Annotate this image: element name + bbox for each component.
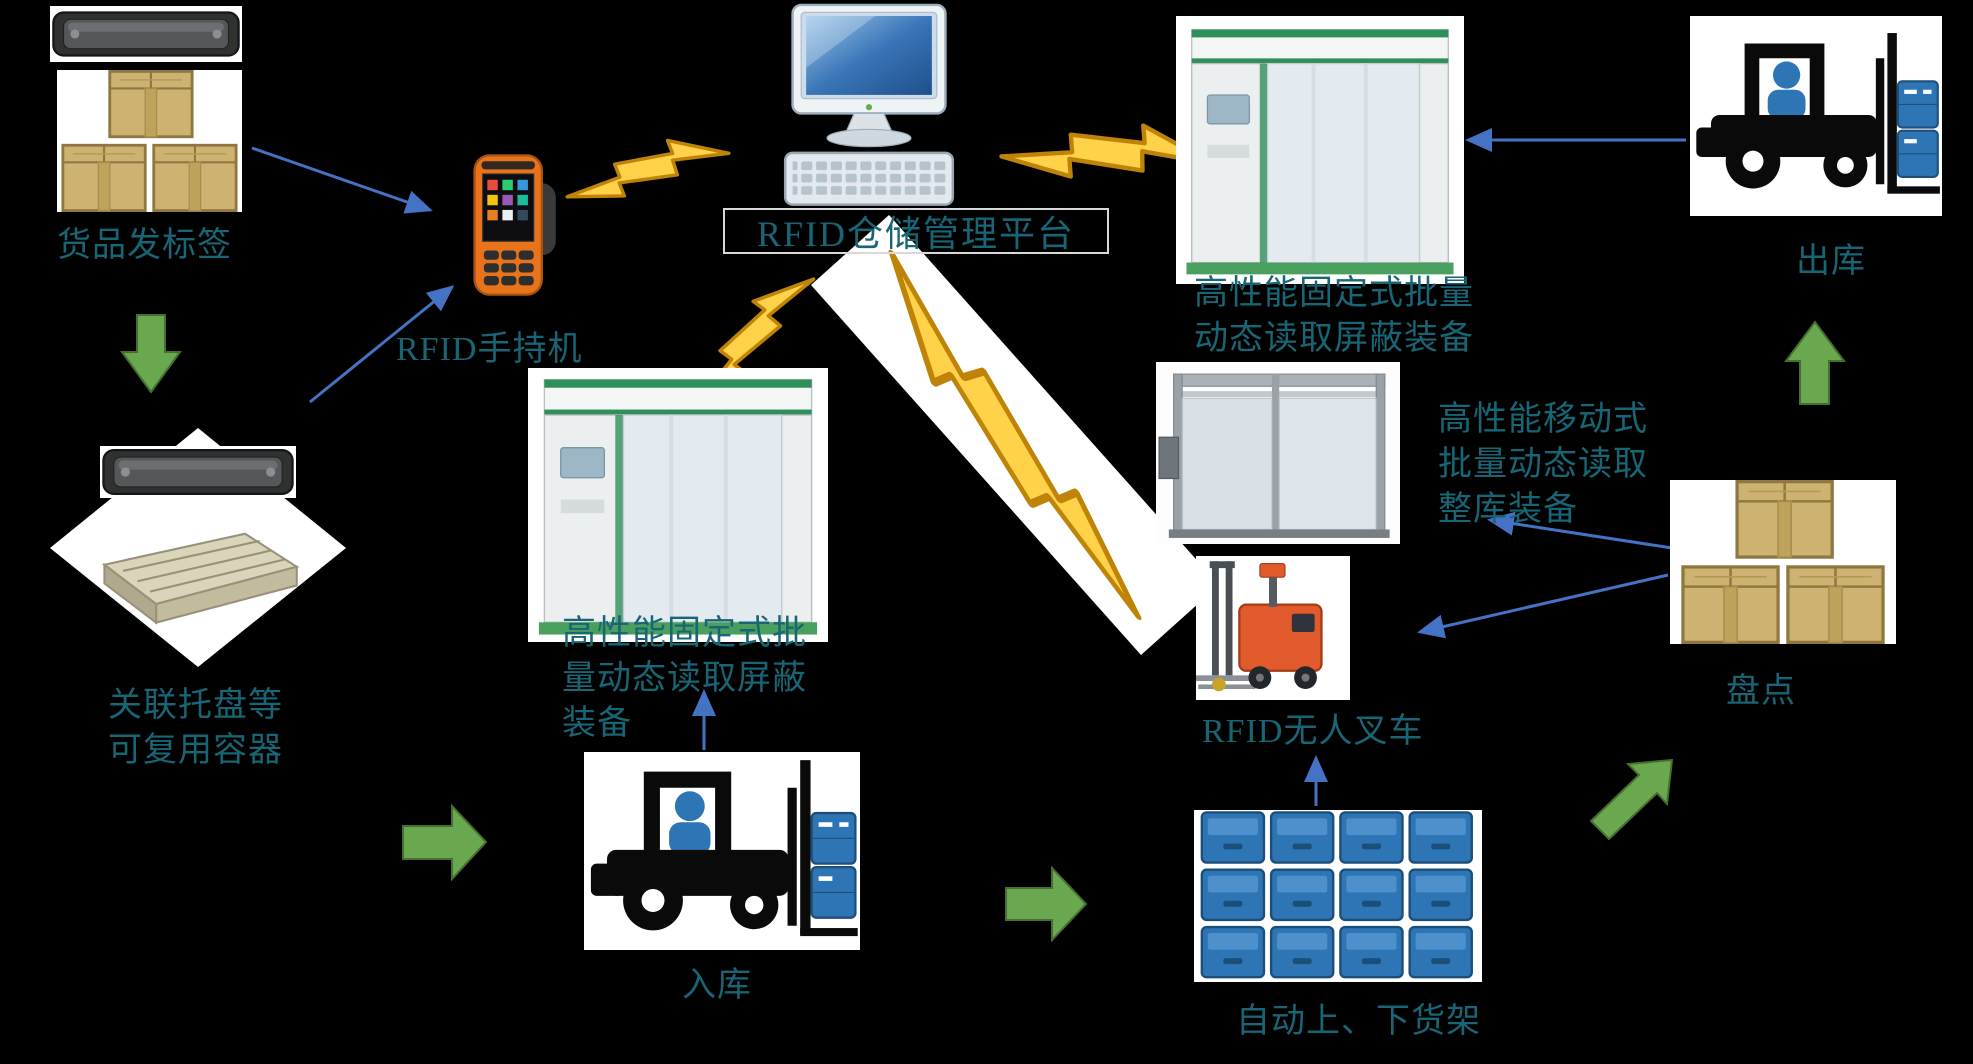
gate-portal-icon bbox=[528, 368, 828, 642]
fixed-gate-right-image bbox=[1176, 16, 1464, 284]
blue-shelving-bins-icon bbox=[1194, 810, 1482, 982]
green-arrow-right-1-icon bbox=[402, 803, 488, 882]
cardboard-boxes-icon bbox=[57, 70, 242, 212]
label-auto-shelving: 自动上、下货架 bbox=[1236, 1003, 1481, 1040]
label-inbound: 入库 bbox=[682, 967, 752, 1004]
arrow-goods-to-handheld bbox=[251, 146, 433, 214]
forklift-icon bbox=[589, 759, 859, 938]
cardboard-boxes-icon bbox=[1670, 480, 1896, 644]
platform-title: RFID仓储管理平台 bbox=[756, 214, 1076, 254]
pallet-tray-icon bbox=[103, 532, 298, 624]
label-pallet-container: 关联托盘等 可复用容器 bbox=[108, 687, 283, 769]
stocktake-boxes-card bbox=[1670, 480, 1896, 644]
mobile-gate-icon bbox=[1156, 362, 1400, 544]
label-stocktake: 盘点 bbox=[1726, 673, 1796, 710]
green-arrow-up-icon bbox=[1784, 320, 1846, 405]
mobile-gate-image bbox=[1156, 362, 1400, 544]
green-arrow-diagonal-icon bbox=[1589, 758, 1674, 841]
rfid-tag-card-2 bbox=[100, 446, 296, 498]
label-fixed-gate-center: 高性能固定式批 量动态读取屏蔽 装备 bbox=[562, 615, 807, 742]
label-rfid-handheld: RFID手持机 bbox=[396, 331, 583, 368]
arrow-stocktake-to-mobilegate bbox=[1487, 511, 1673, 550]
desktop-computer-icon bbox=[783, 3, 955, 206]
rfid-tag-card bbox=[50, 6, 242, 62]
rfid-handheld-icon bbox=[473, 154, 557, 296]
rfid-stacker-forklift-icon bbox=[1196, 560, 1323, 693]
label-outbound: 出库 bbox=[1796, 243, 1866, 280]
management-platform-computer-image bbox=[770, 0, 968, 212]
forklift-icon bbox=[1695, 31, 1941, 195]
arrow-pallet-to-handheld bbox=[309, 285, 455, 404]
fixed-gate-center-image bbox=[528, 368, 828, 642]
rfid-tag-icon bbox=[52, 11, 240, 57]
rfid-forklift-image bbox=[1196, 556, 1350, 700]
gate-portal-icon bbox=[1176, 17, 1464, 283]
lightning-bolt-handheld-icon bbox=[563, 109, 731, 238]
goods-boxes-card bbox=[57, 70, 242, 212]
green-arrow-down-icon bbox=[120, 314, 182, 394]
label-fixed-gate-right: 高性能固定式批量 动态读取屏蔽装备 bbox=[1194, 275, 1474, 357]
rfid-handheld-image bbox=[456, 146, 572, 304]
inbound-forklift-image bbox=[584, 752, 860, 950]
auto-shelving-image bbox=[1194, 810, 1482, 982]
outbound-forklift-image bbox=[1690, 16, 1942, 216]
label-goods-tagging: 货品发标签 bbox=[57, 227, 232, 264]
arrow-stocktake-to-forklift bbox=[1417, 573, 1669, 639]
platform-title-box: RFID仓储管理平台 bbox=[723, 208, 1109, 254]
label-rfid-forklift: RFID无人叉车 bbox=[1202, 713, 1424, 750]
green-arrow-right-2-icon bbox=[1005, 865, 1088, 943]
rfid-tag-icon bbox=[102, 448, 294, 496]
pallet-tray-image bbox=[92, 510, 304, 636]
label-mobile-gate: 高性能移动式 批量动态读取 整库装备 bbox=[1438, 401, 1648, 528]
